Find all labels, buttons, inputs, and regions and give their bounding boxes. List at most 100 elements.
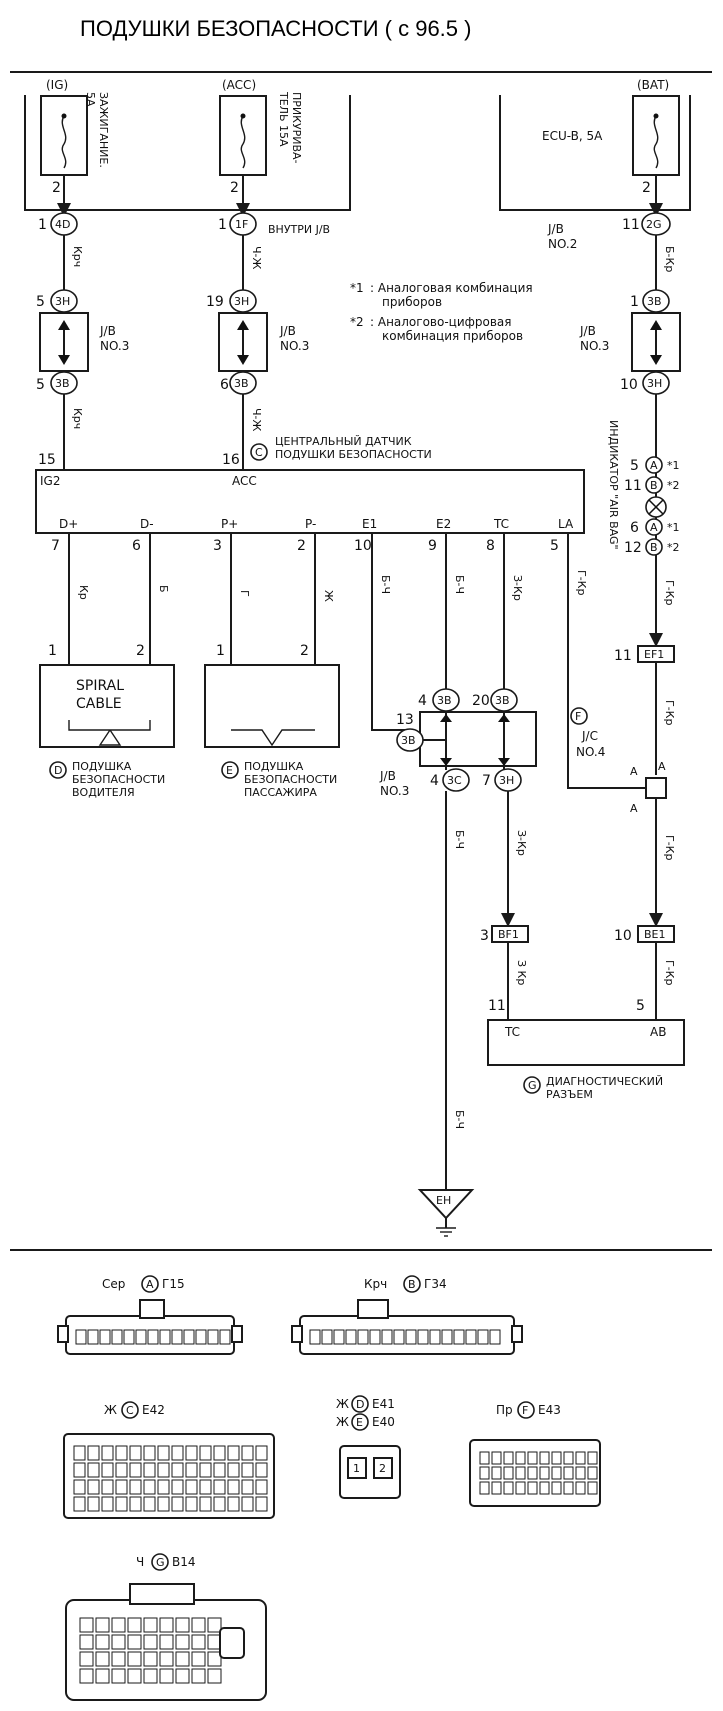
connector-cell (87, 1329, 99, 1345)
jb3l-c3: 3B (401, 734, 416, 747)
ground-symbol-icon (417, 1189, 475, 1220)
fuse-ig-pin: 2 (52, 180, 61, 196)
connector-cell (527, 1481, 538, 1495)
jb3-ig-bot-conn: 3B (55, 377, 70, 390)
wire-tc-color: З-Кр (511, 575, 524, 601)
conn-f-code: E43 (538, 1403, 561, 1417)
connector-cell (185, 1445, 198, 1461)
connector-cell (79, 1651, 94, 1667)
ecu-pin-number: 5 (550, 538, 559, 554)
ecu-pin-name: TC (493, 517, 509, 531)
connector-cell (563, 1466, 574, 1480)
connector-cell (527, 1466, 538, 1480)
connector-cell (143, 1634, 158, 1650)
spiral-label3: ВОДИТЕЛЯ (72, 786, 135, 799)
connector-cell (465, 1329, 477, 1345)
connector-cell (185, 1462, 198, 1478)
connector-cell (135, 1329, 147, 1345)
connector-cell (111, 1634, 126, 1650)
conn-c-marker: C (126, 1404, 134, 1417)
connector-de-icon: 1 2 (339, 1445, 401, 1499)
ecu-pin-name: P+ (221, 517, 238, 531)
connector-cell (255, 1462, 268, 1478)
connector-cell (175, 1651, 190, 1667)
fuse-ig-rating: 5A (84, 92, 97, 107)
jb-acc-pin: 1 (218, 217, 227, 233)
connector-cell (491, 1451, 502, 1465)
connector-cell (491, 1481, 502, 1495)
connector-cell (175, 1617, 190, 1633)
dlc-tc: TC (504, 1025, 520, 1039)
connector-cell (111, 1617, 126, 1633)
connector-b-icon (291, 1299, 523, 1355)
connector-cell (185, 1479, 198, 1495)
be1-pin: 10 (614, 928, 632, 944)
ecu-ig-label: IG2 (40, 474, 60, 488)
connector-cell (227, 1462, 240, 1478)
connector-cell (115, 1445, 128, 1461)
jb3l-p5: 7 (482, 773, 491, 789)
wire-tc-color-2: З-Кр (515, 830, 528, 856)
jb-ig-conn: 4D (55, 218, 70, 231)
connector-f-icon (469, 1439, 601, 1507)
dlc-pin-ab: 5 (636, 998, 645, 1014)
jb3l-p1: 4 (418, 693, 427, 709)
connector-cell (241, 1445, 254, 1461)
connector-cell (79, 1617, 94, 1633)
connector-cell (101, 1462, 114, 1478)
wire-ind-color-4: Г-Кр (663, 960, 676, 985)
connector-cell (255, 1479, 268, 1495)
jb3l-c4: 3C (447, 774, 462, 787)
wire-ind-color: Г-Кр (663, 580, 676, 605)
conn-a-marker: A (146, 1278, 154, 1291)
connector-cell (199, 1462, 212, 1478)
fuse-acc (219, 95, 267, 176)
conn-b-color: Крч (364, 1277, 387, 1291)
connector-cell (515, 1451, 526, 1465)
jb-acc-label: ВНУТРИ J/B (268, 223, 330, 236)
fuse-acc-pin: 2 (230, 180, 239, 196)
connector-cell (79, 1668, 94, 1684)
connector-cell (175, 1634, 190, 1650)
connector-cell (515, 1481, 526, 1495)
connector-cell (143, 1445, 156, 1461)
wire-la (567, 533, 646, 789)
svg-text:2: 2 (379, 1462, 386, 1475)
jc4-marker: F (575, 710, 581, 723)
connector-cell (357, 1329, 369, 1345)
spiral-text: SPIRAL (76, 678, 124, 694)
ef1-pin: 11 (614, 648, 632, 664)
connector-cell (551, 1451, 562, 1465)
wire-e2-color: Б-Ч (453, 575, 466, 594)
connector-cell (127, 1617, 142, 1633)
connector-cell (227, 1496, 240, 1512)
fuse-acc-source: (ACC) (222, 78, 256, 92)
connector-cell (111, 1668, 126, 1684)
connector-cell (479, 1451, 490, 1465)
conn-b-code: Г34 (424, 1277, 447, 1291)
fuse-block-outline-bat (499, 95, 691, 211)
connector-cell (563, 1451, 574, 1465)
connector-cell (87, 1496, 100, 1512)
jb-acc-conn: 1F (235, 218, 248, 231)
connector-cell (185, 1496, 198, 1512)
conn-a-code: Г15 (162, 1277, 185, 1291)
connector-cell (157, 1496, 170, 1512)
conn-f-color: Пр (496, 1403, 513, 1417)
connector-cell (503, 1466, 514, 1480)
ecu-pin-ig: 15 (38, 452, 56, 468)
connector-cell (503, 1481, 514, 1495)
wire-pminus-color: Ж (322, 590, 335, 602)
ecu-title: ЦЕНТРАЛЬНЫЙ ДАТЧИК (275, 435, 412, 448)
passenger-label: ПОДУШКА (244, 760, 304, 773)
connector-cell (587, 1466, 598, 1480)
jc4-pin-a1: A (630, 765, 638, 778)
connector-cell (405, 1329, 417, 1345)
fuse-acc-name2: ТЕЛЬ 15A (277, 91, 290, 147)
connector-cell (241, 1462, 254, 1478)
ecu-acc-label: ACC (232, 474, 257, 488)
connector-cell (191, 1668, 206, 1684)
connector-cell (441, 1329, 453, 1345)
connector-cell (321, 1329, 333, 1345)
wire-la-color: Г-Кр (575, 570, 588, 595)
